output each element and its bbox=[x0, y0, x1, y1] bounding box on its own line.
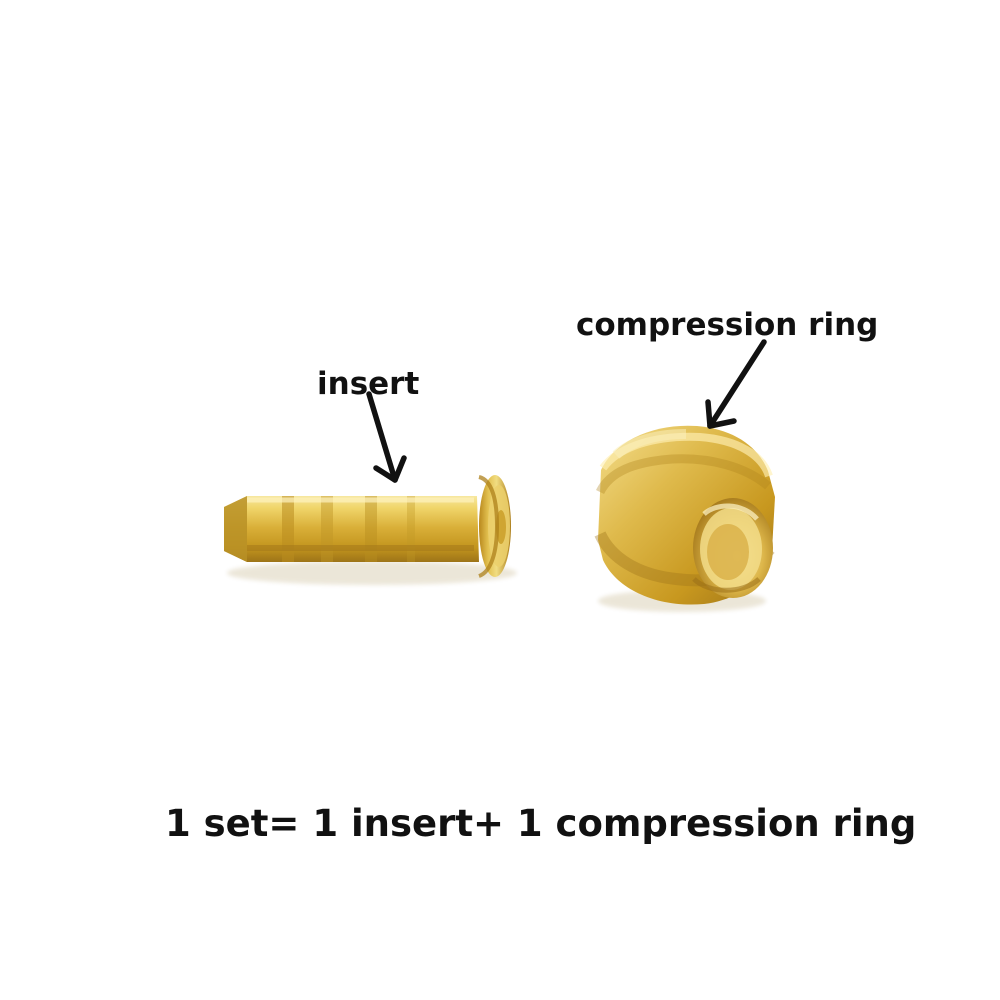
insert-arrow bbox=[366, 391, 407, 483]
ring-arrow bbox=[705, 339, 767, 429]
insert-label: insert bbox=[317, 366, 420, 402]
insert-shadow bbox=[227, 561, 517, 585]
set-caption: 1 set= 1 insert+ 1 compression ring bbox=[165, 802, 917, 845]
brass-compression-ring bbox=[594, 425, 775, 605]
compression-ring-label: compression ring bbox=[576, 307, 879, 343]
brass-hose-insert bbox=[224, 475, 511, 578]
